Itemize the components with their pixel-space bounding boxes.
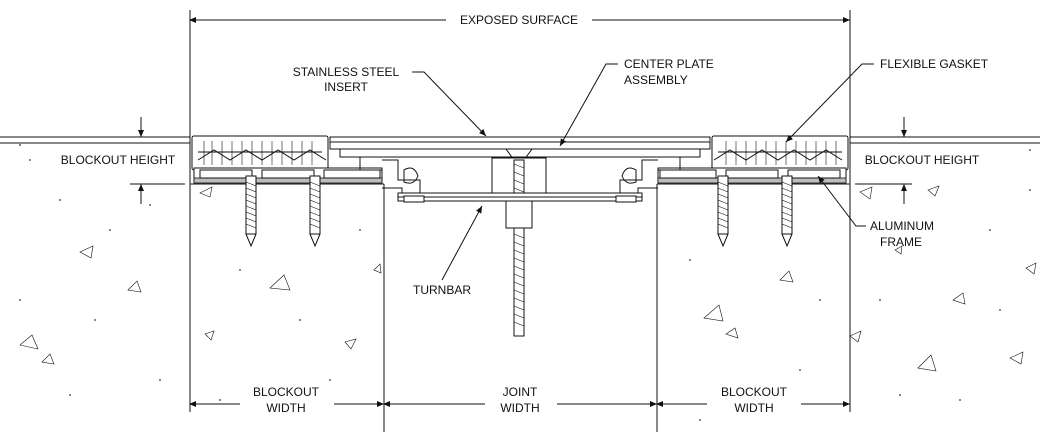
right-blockout-width-label-line1: BLOCKOUT [721,385,788,399]
stainless-insert-label-line2: INSERT [324,80,368,94]
left-aluminum-frame [191,135,421,197]
right-blockout-outline [656,137,851,432]
center-plate-label-line1: CENTER PLATE [624,57,714,71]
joint-width-label-bg [485,384,557,418]
exposed-surface-label: EXPOSED SURFACE [460,13,578,27]
right-blockout-width-label-bg [707,384,801,418]
joint-width-label-line2: WIDTH [500,401,539,415]
right-blockout-height-label: BLOCKOUT HEIGHT [865,153,980,167]
turnbar-leader [441,205,483,281]
center-bolt [491,148,547,337]
left-blockout-height-dimension [130,117,185,204]
left-blockout-width-label-line1: BLOCKOUT [253,385,320,399]
right-slab [850,136,1040,144]
center-plate-label-line2: ASSEMBLY [624,73,688,87]
aluminum-frame-label-line2: FRAME [880,235,922,249]
right-flexible-gasket [713,141,843,165]
aluminum-frame-leader [817,175,866,227]
center-plate-assembly [329,136,711,171]
left-blockout-outline [189,137,385,432]
center-plate-leader [559,63,618,147]
aluminum-frame-label-line1: ALUMINUM [870,219,934,233]
stainless-insert-label-line1: STAINLESS STEEL [293,65,400,79]
flexible-gasket-label: FLEXIBLE GASKET [880,57,989,71]
right-blockout-height-dimension [855,117,912,204]
left-blockout-width-label-bg [240,384,334,418]
left-slab [0,136,190,144]
flexible-gasket-leader [785,63,874,143]
concrete-aggregate [19,144,1037,421]
right-blockout-width-label-line2: WIDTH [734,401,773,415]
turnbar [397,192,643,203]
stainless-insert-leader [412,71,487,137]
exposed-surface-dimension [189,10,851,137]
left-blockout-width-label-line2: WIDTH [266,401,305,415]
left-blockout-height-label: BLOCKOUT HEIGHT [61,153,176,167]
anchor-screws [245,175,793,248]
turnbar-label: TURNBAR [413,283,471,297]
joint-width-label-line1: JOINT [503,385,538,399]
left-flexible-gasket [197,141,327,165]
